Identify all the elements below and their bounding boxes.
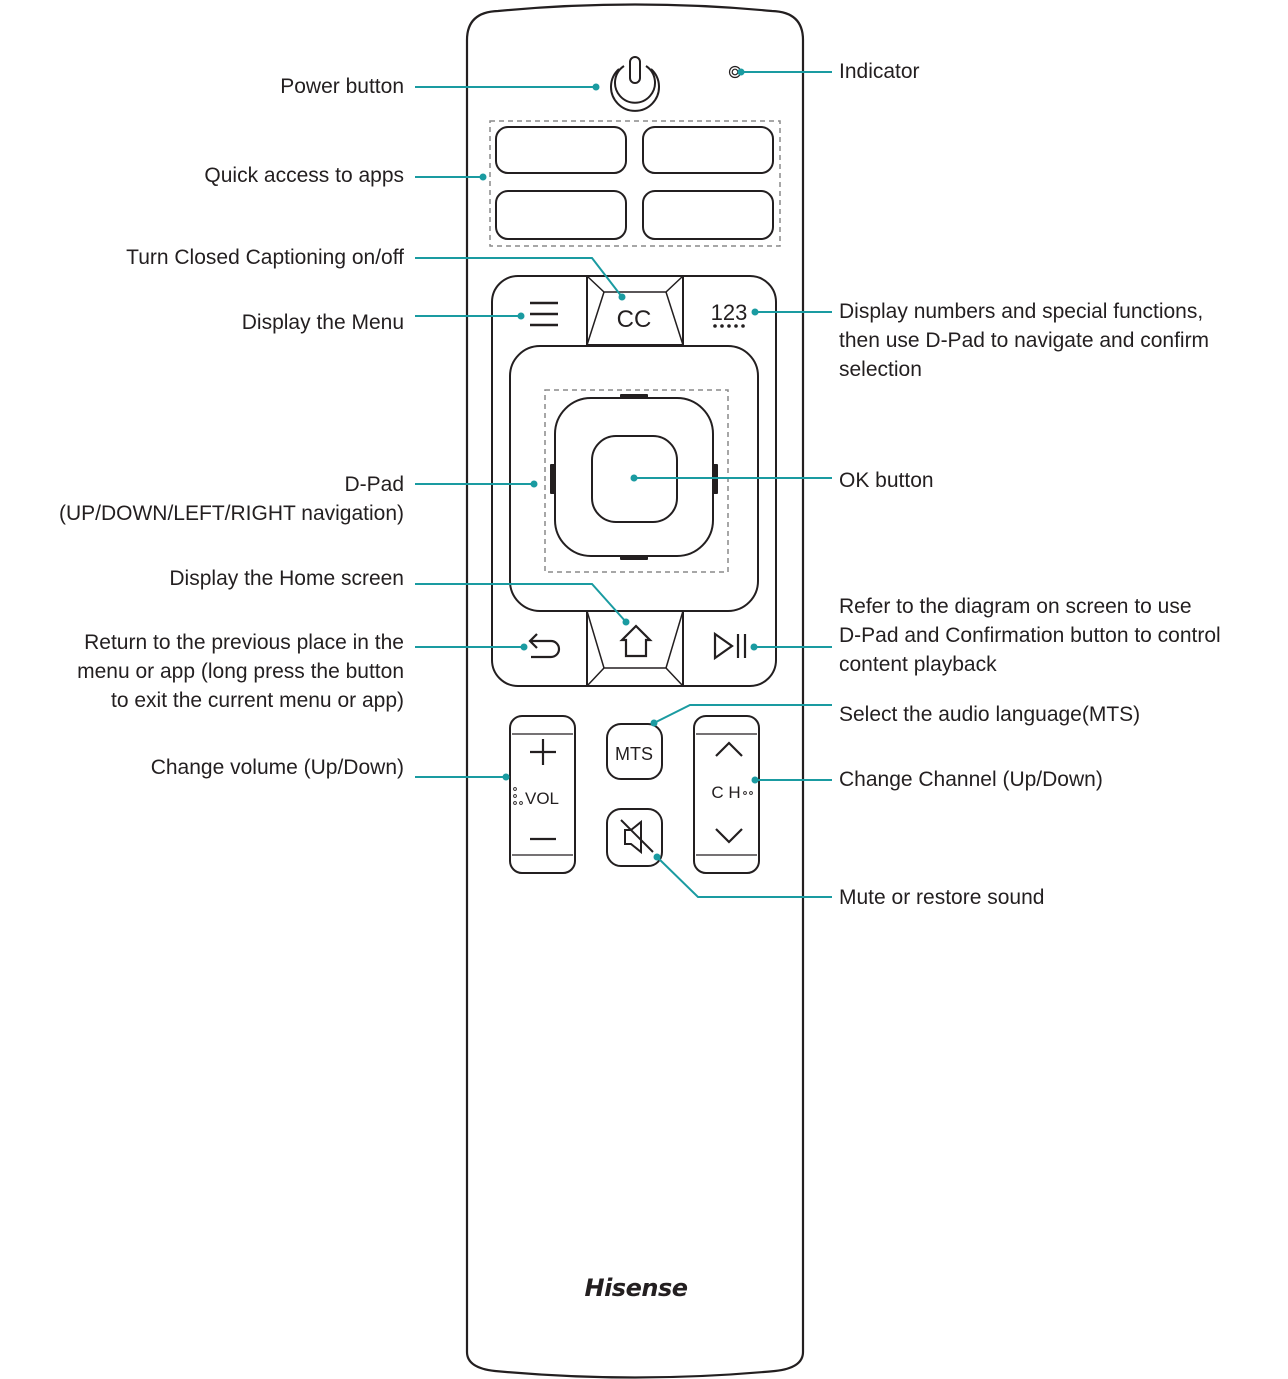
apps-group-outline (489, 120, 781, 247)
mute-button[interactable] (606, 808, 663, 867)
label-mute: Mute or restore sound (839, 886, 1045, 909)
label-menu: Display the Menu (241, 311, 404, 334)
cc-button-label: CC (617, 306, 652, 333)
label-indicator: Indicator (839, 60, 920, 83)
app-button-3[interactable] (495, 190, 627, 240)
label-volume: Change volume (Up/Down) (150, 756, 404, 779)
menu-icon (530, 301, 558, 327)
callout-cc (415, 257, 623, 298)
numbers-dots (713, 324, 745, 328)
label-home: Display the Home screen (169, 567, 404, 590)
back-button[interactable] (528, 633, 561, 659)
numbers-button[interactable]: 123 (711, 300, 748, 328)
app-button-2[interactable] (642, 126, 774, 174)
label-dpad: D-Pad (UP/DOWN/LEFT/RIGHT navigation) (58, 473, 404, 525)
callout-mts (653, 704, 832, 724)
channel-rocker[interactable]: C H (693, 715, 760, 874)
mute-icon (620, 819, 654, 855)
play-pause-button[interactable] (713, 631, 747, 661)
cc-button[interactable]: CC (586, 275, 684, 346)
callout-mute (656, 856, 832, 898)
app-button-4[interactable] (642, 190, 774, 240)
label-numbers: Display numbers and special functions, t… (839, 300, 1210, 381)
chevron-down-icon (715, 828, 743, 844)
mts-button-label: MTS (615, 744, 653, 764)
power-button[interactable] (610, 56, 660, 112)
vol-label: VOL (525, 789, 559, 808)
callout-home (415, 583, 627, 623)
app-button-1[interactable] (495, 126, 627, 174)
label-power: Power button (280, 75, 404, 98)
label-ok: OK button (839, 469, 934, 492)
menu-button[interactable] (530, 301, 558, 327)
callout-dots (479, 68, 759, 861)
plus-icon (530, 739, 556, 765)
callout-lines (415, 71, 832, 898)
home-button[interactable] (586, 610, 684, 687)
remote-body (465, 3, 805, 1379)
home-icon (619, 624, 653, 658)
label-back: Return to the previous place in the menu… (77, 631, 404, 712)
volume-rocker[interactable]: VOL (509, 715, 576, 874)
label-apps: Quick access to apps (204, 164, 404, 187)
play-pause-icon (713, 631, 747, 661)
dpad-dashed-outline (544, 389, 729, 573)
label-mts: Select the audio language(MTS) (839, 703, 1141, 726)
brand-logo: Hisense (584, 1274, 687, 1302)
power-icon (614, 65, 656, 104)
label-playback: Refer to the diagram on screen to use D-… (839, 595, 1221, 676)
numbers-button-label: 123 (711, 300, 748, 325)
vol-tactile-dots (513, 787, 523, 805)
chevron-up-icon (715, 741, 743, 757)
ch-label: C H (711, 783, 740, 802)
label-cc: Turn Closed Captioning on/off (126, 246, 404, 269)
label-channel: Change Channel (Up/Down) (839, 768, 1103, 791)
mts-button[interactable]: MTS (606, 723, 663, 780)
back-icon (528, 633, 561, 659)
ch-tactile-dots (743, 791, 753, 795)
